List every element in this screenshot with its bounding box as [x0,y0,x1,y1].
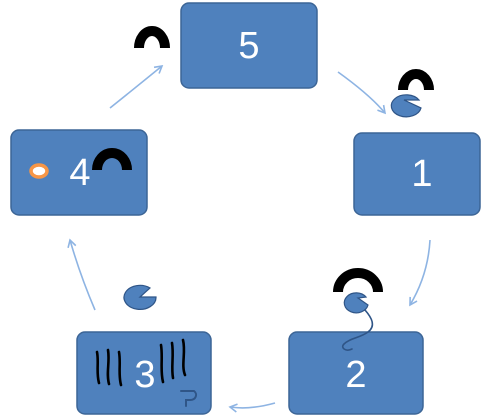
arrow-3-to-4 [67,238,96,311]
arrow-5-to-1 [337,71,387,115]
pacman-icon [390,94,422,118]
folded-fragment-icon [180,390,198,407]
folded-fragment-icon [341,309,374,351]
pacman-icon [123,284,157,310]
arch-icon [134,26,170,49]
arrow-2-to-3 [228,402,276,413]
step-3-label: 3 [134,354,155,396]
step-2-box: 2 [288,331,424,415]
arch-icon [333,268,383,293]
squiggle-marks-icon [95,338,187,387]
step-2-label: 2 [345,354,366,396]
ring-icon [29,163,49,179]
step-5-box: 5 [180,2,318,89]
arrow-1-to-2 [409,239,431,307]
arch-icon [398,69,434,91]
arrow-4-to-5 [109,64,164,109]
arch-icon [92,148,132,171]
step-3-box: 3 [76,331,212,415]
step-1-label: 1 [411,153,432,195]
step-4-label: 4 [69,152,90,194]
step-1-box: 1 [353,132,481,216]
step-5-label: 5 [238,25,259,67]
